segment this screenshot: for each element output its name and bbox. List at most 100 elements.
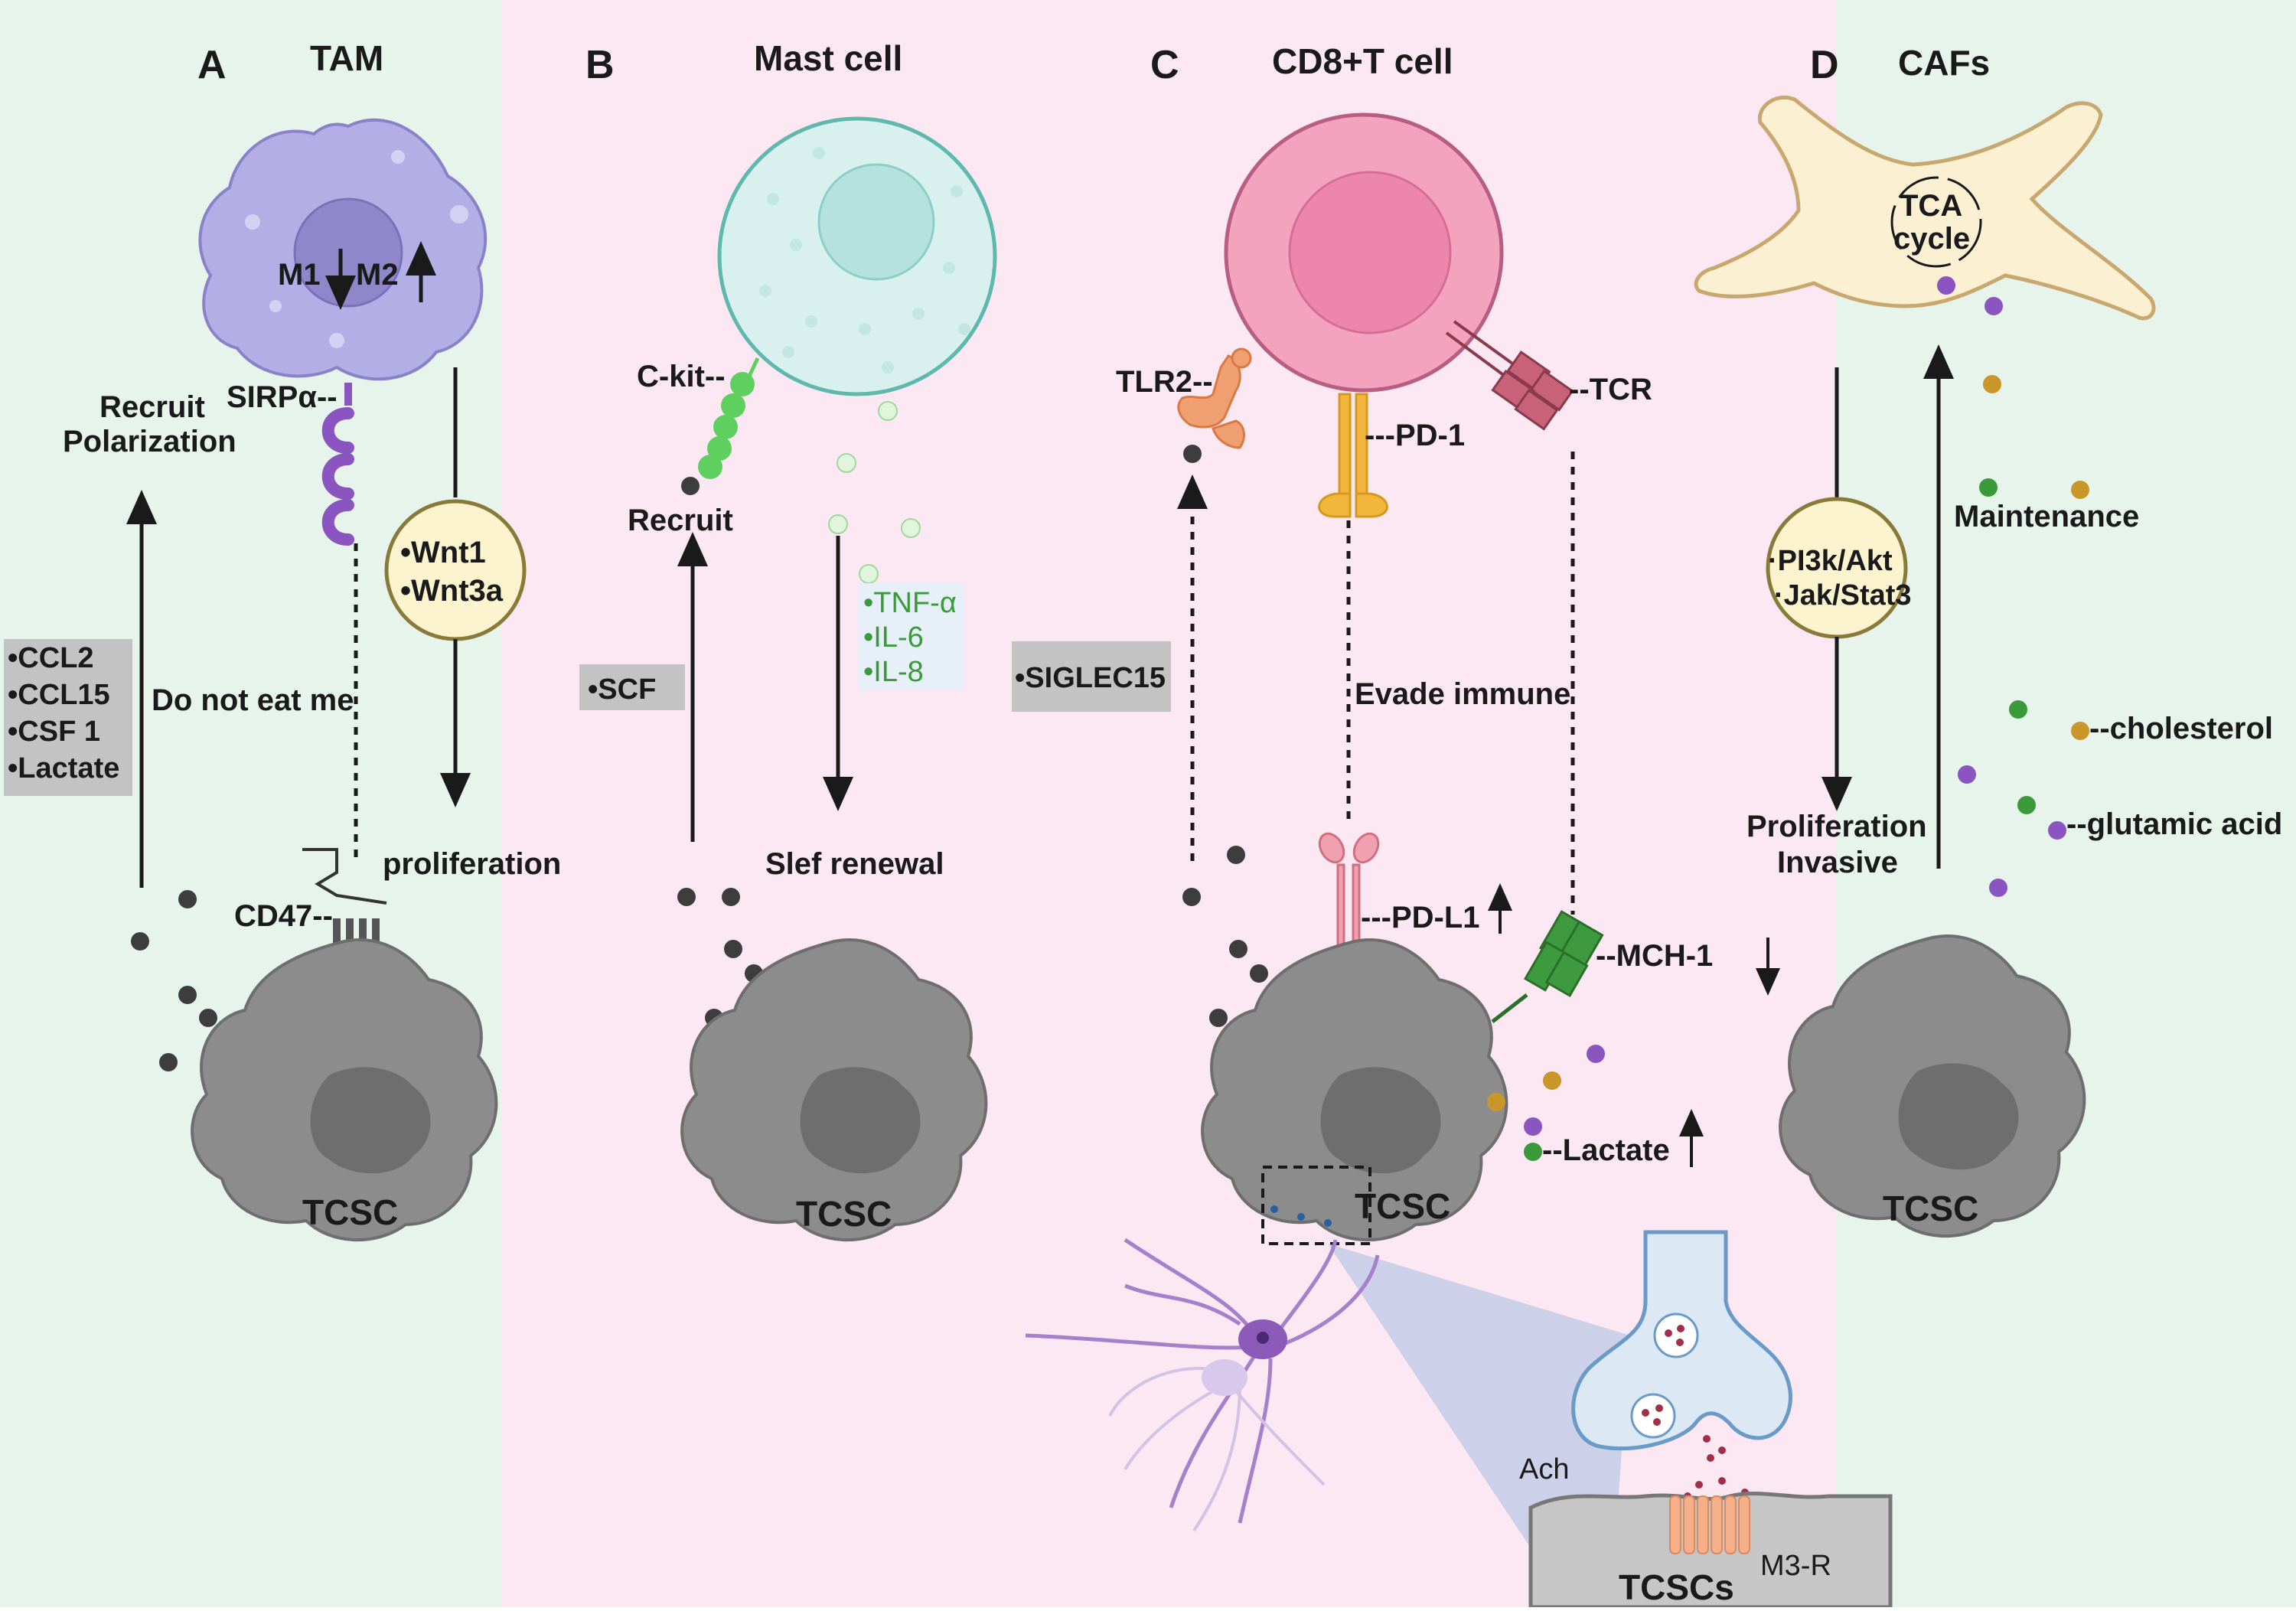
dot: [1227, 846, 1245, 864]
tcr-receptor: [1445, 320, 1574, 431]
dot: [1250, 964, 1268, 983]
mch1-label: --MCH-1: [1596, 939, 1713, 973]
tca-cycle-circle: [1890, 176, 1982, 268]
glutamic-label: --glutamic acid: [2066, 807, 2282, 841]
dot: [2071, 481, 2089, 499]
dot: [1958, 765, 1976, 784]
pd1-label: ---PD-1: [1365, 419, 1465, 452]
polarization-label: Polarization: [63, 425, 236, 458]
ckit-label: C-kit--: [637, 360, 726, 393]
neuron-soma-secondary: [1202, 1359, 1247, 1396]
m2-label: M2: [356, 258, 399, 292]
mast-cell-granules: [759, 147, 970, 373]
tcsc-label-b: TCSC: [796, 1194, 892, 1234]
factor-ccl15: •CCL15: [8, 679, 110, 711]
ach-molecule: [1665, 1329, 1672, 1337]
sirpa-label: SIRPα--: [227, 380, 338, 414]
scf-label: •SCF: [588, 673, 656, 706]
wnt3a-label: •Wnt3a: [400, 574, 504, 608]
cytokine-box: [859, 583, 964, 690]
dot: [1979, 478, 1998, 497]
pd1-receptor: [1318, 393, 1388, 518]
pdl1-receptor: [1318, 832, 1380, 958]
scf-box: [579, 664, 685, 710]
jak-label: ·Jak/Stat3: [1774, 579, 1912, 611]
factor-lactate: •Lactate: [8, 752, 119, 784]
dot: [1209, 1009, 1228, 1027]
dot: [1989, 879, 2007, 897]
neuron: [1025, 1238, 1380, 1524]
cytokine-vesicle: [901, 518, 921, 538]
dot: [2048, 821, 2066, 840]
dot: [178, 986, 197, 1004]
tca-label: TCA: [1900, 189, 1962, 223]
cytokine-vesicle: [859, 564, 879, 584]
recruit-label-b: Recruit: [628, 504, 733, 537]
dot: [1983, 375, 2001, 393]
pdl1-label: ---PD-L1: [1361, 901, 1480, 934]
m3r-label: M3-R: [1760, 1550, 1831, 1582]
recruit-label: Recruit: [99, 390, 205, 424]
zoom-wedge: [1328, 1244, 1630, 1554]
wnt-circle: [384, 499, 527, 641]
cytokine-vesicle: [837, 453, 856, 473]
dot: [677, 888, 696, 906]
mch1-receptor: [1491, 910, 1604, 1023]
nerve-contact: [1297, 1213, 1305, 1221]
tam-vesicle: [450, 205, 468, 223]
wnt1-label: •Wnt1: [400, 536, 486, 569]
dot: [2017, 796, 2036, 814]
invasive-label: Invasive: [1777, 846, 1898, 879]
ach-molecule: [1655, 1404, 1663, 1412]
tcsc-nucleus-b: [800, 1067, 921, 1174]
dot: [1937, 276, 1955, 295]
proliferation-label-a: proliferation: [383, 847, 561, 881]
dot: [131, 932, 149, 951]
nerve-contact: [1270, 1205, 1278, 1213]
panel-b-letter: B: [585, 43, 615, 87]
factor-ccl2: •CCL2: [8, 642, 94, 674]
ach-label: Ach: [1519, 1453, 1569, 1485]
neuron-nucleus: [1257, 1332, 1269, 1344]
pi3k-label: ·PI3k/Akt: [1768, 545, 1893, 577]
cytokine-vesicle: [828, 514, 848, 534]
dot: [199, 1009, 217, 1027]
dot: [1985, 297, 2003, 315]
cytokine-tnf: •TNF-α: [863, 587, 957, 619]
siglec15-label: •SIGLEC15: [1015, 662, 1166, 694]
zoom-box: [1261, 1166, 1371, 1245]
tlr2-receptor: [1177, 347, 1252, 449]
dot: [1524, 1117, 1542, 1136]
panel-d: D CAFs TCA cycle Maintenance --cholester…: [1694, 43, 2282, 1238]
tam-factor-box: [4, 639, 132, 796]
tcsc-nucleus-a: [310, 1067, 431, 1174]
dont-eat-label: Do not eat me: [152, 683, 354, 717]
tcr-label: --TCR: [1569, 373, 1652, 406]
panel-c-title: CD8+T cell: [1272, 41, 1453, 81]
ach-molecule: [1676, 1339, 1684, 1346]
factor-csf1: •CSF 1: [8, 716, 100, 748]
dot: [2071, 722, 2089, 740]
self-renewal-label: Slef renewal: [765, 847, 944, 881]
dot: [1229, 940, 1247, 958]
sirpa-receptor: [321, 407, 354, 546]
siglec15-box: [1012, 641, 1171, 712]
tcsc-nucleus-d: [1898, 1063, 2019, 1170]
dot: [1487, 1093, 1505, 1111]
tca-cycle-label: cycle: [1893, 222, 1970, 256]
proliferation-label-d: Proliferation: [1746, 810, 1927, 843]
panel-c-letter: C: [1150, 43, 1179, 87]
panel-a-title: TAM: [310, 38, 383, 78]
tcsc-label-a: TCSC: [302, 1192, 398, 1232]
dot: [1524, 1143, 1542, 1161]
tam-vesicle: [269, 300, 282, 312]
nerve-contact: [1324, 1219, 1332, 1227]
panel-d-letter: D: [1810, 43, 1839, 87]
cytokine-il8: •IL-8: [863, 656, 924, 688]
tam-vesicle: [391, 150, 405, 164]
tam-vesicle: [245, 214, 260, 230]
dot: [178, 890, 197, 908]
tcsc-nucleus-c: [1320, 1067, 1441, 1174]
